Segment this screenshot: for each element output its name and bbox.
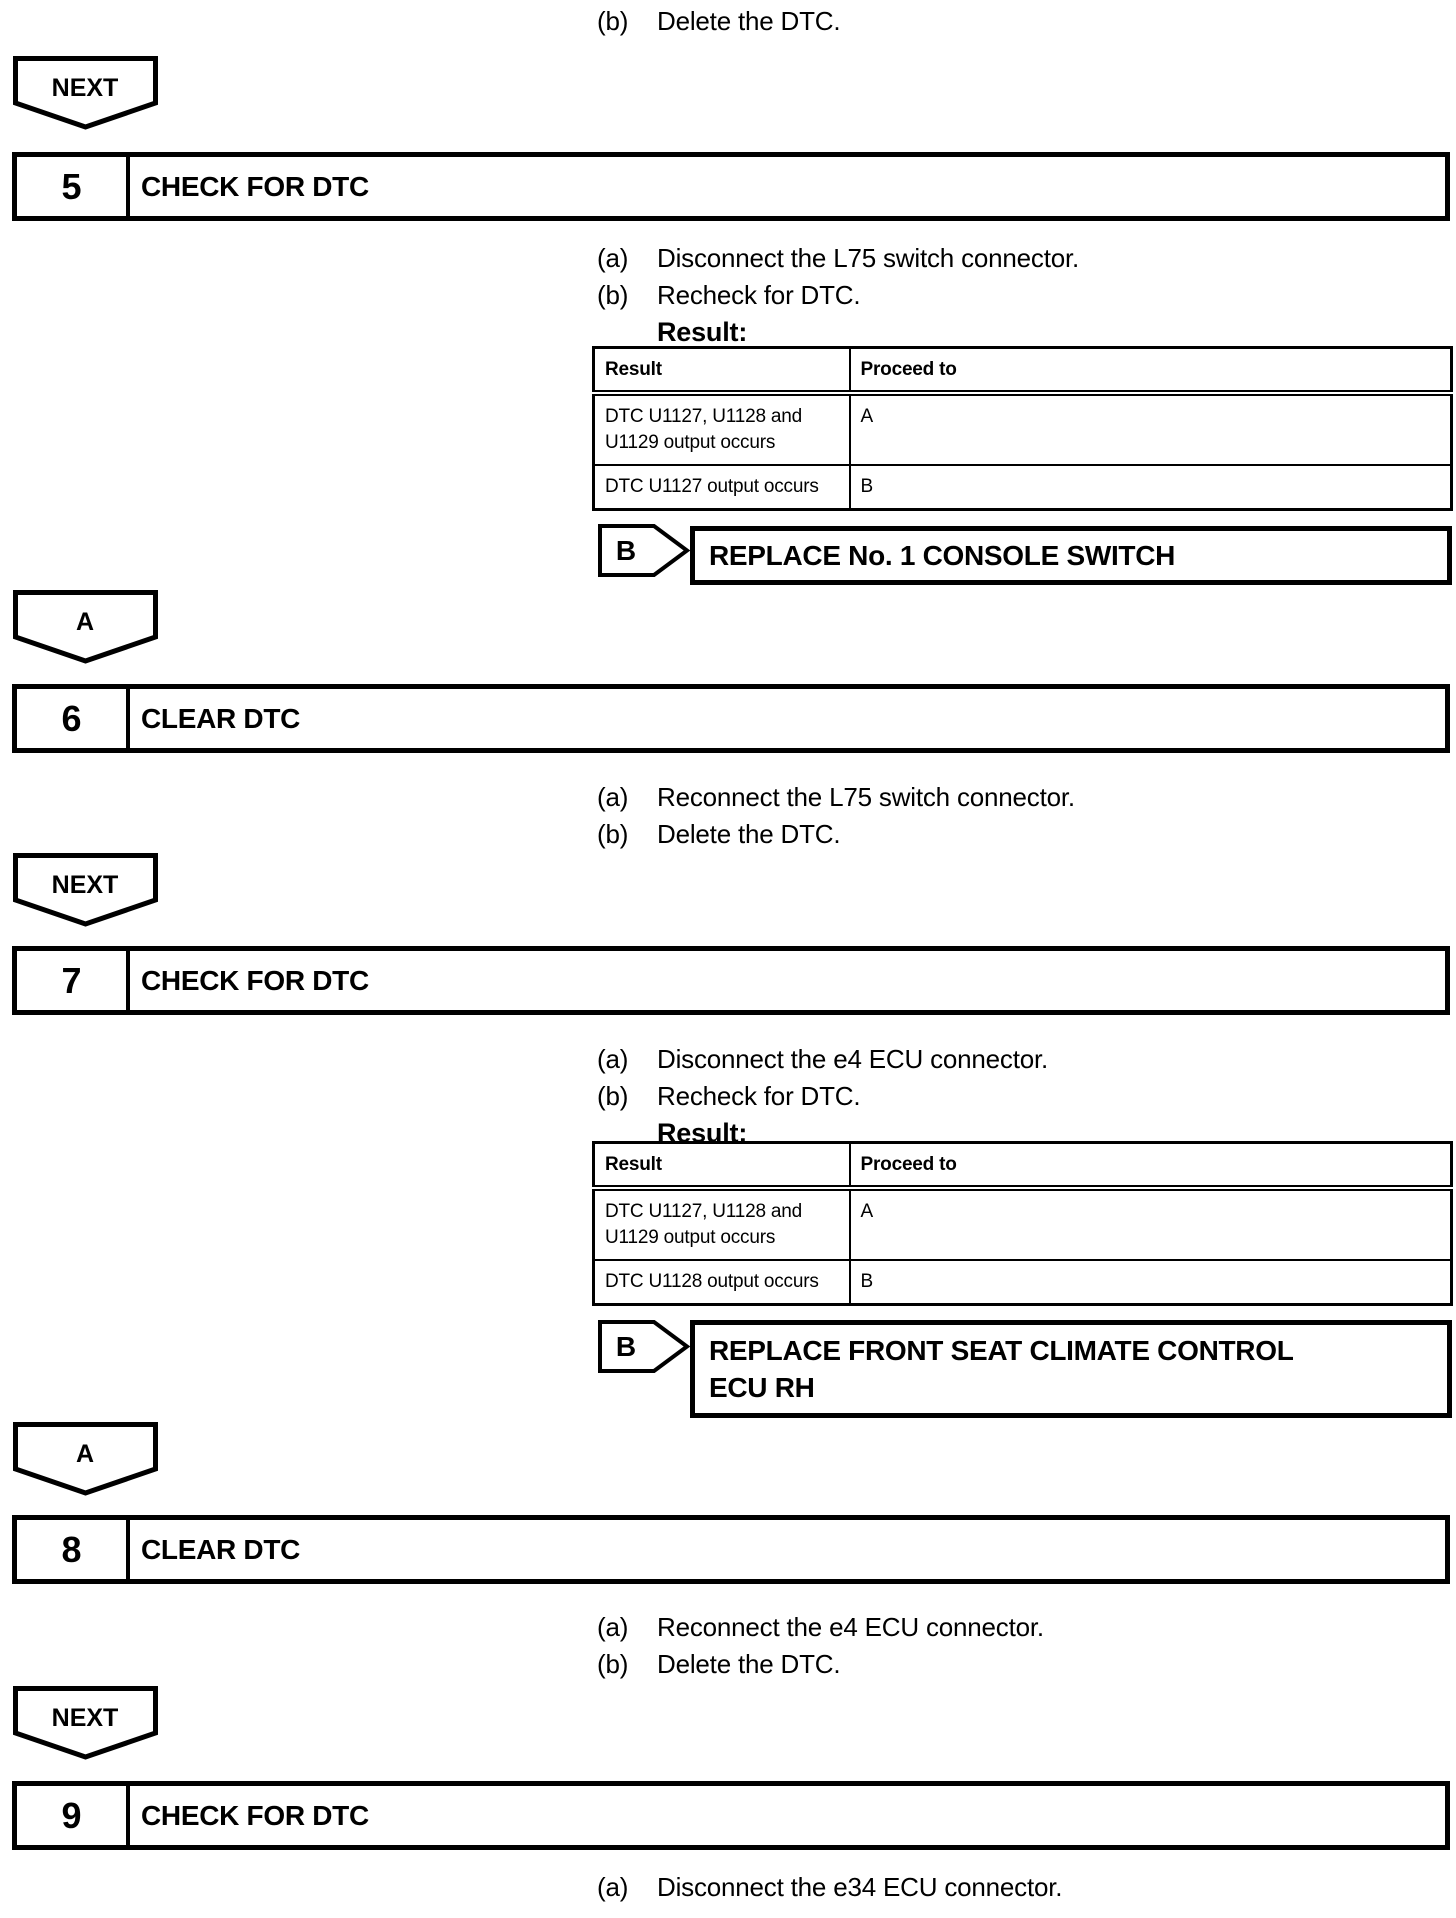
- item-label: (b): [597, 819, 629, 849]
- a-label: A: [76, 608, 94, 636]
- item-text: Reconnect the e4 ECU connector.: [657, 1612, 1044, 1642]
- step-number: 9: [17, 1786, 130, 1845]
- step-title: CHECK FOR DTC: [141, 964, 369, 996]
- a-connector: A: [13, 1422, 158, 1496]
- result-label: Result:: [657, 317, 748, 347]
- next-label: NEXT: [52, 871, 119, 899]
- branch-action-text: REPLACE FRONT SEAT CLIMATE CONTROL ECU R…: [709, 1335, 1294, 1403]
- step-9-items: (a) Disconnect the e34 ECU connector.: [597, 1869, 1063, 1906]
- step-header-5: 5 CHECK FOR DTC: [12, 152, 1450, 221]
- result-cell: DTC U1127, U1128 and U1129 output occurs: [592, 392, 851, 466]
- procedure-item: (a) Reconnect the L75 switch connector.: [597, 779, 1075, 816]
- item-text: Recheck for DTC.: [657, 1081, 861, 1111]
- step-number: 7: [17, 951, 130, 1010]
- proceed-cell: B: [848, 464, 1453, 511]
- step-6-items: (a) Reconnect the L75 switch connector. …: [597, 779, 1075, 853]
- step-number: 8: [17, 1520, 130, 1579]
- procedure-item: (b) Delete the DTC.: [597, 1646, 1044, 1683]
- next-connector: NEXT: [13, 56, 158, 130]
- result-table: Result Proceed to DTC U1127, U1128 and U…: [592, 346, 1453, 511]
- b-label: B: [616, 1331, 636, 1362]
- next-arrow-icon: [13, 56, 158, 130]
- step-number: 6: [17, 689, 130, 748]
- table-header-row: Result Proceed to: [592, 1141, 1453, 1191]
- step-header-8: 8 CLEAR DTC: [12, 1515, 1450, 1584]
- step-title: CLEAR DTC: [141, 702, 301, 734]
- procedure-item: (a) Disconnect the e4 ECU connector.: [597, 1041, 1048, 1078]
- item-text: Reconnect the L75 switch connector.: [657, 782, 1075, 812]
- next-arrow-icon: [13, 1686, 158, 1760]
- next-label: NEXT: [52, 74, 119, 102]
- table-row: DTC U1127, U1128 and U1129 output occurs…: [592, 1187, 1453, 1261]
- item-label: (a): [597, 1612, 629, 1642]
- next-label: NEXT: [52, 1704, 119, 1732]
- result-cell: DTC U1127, U1128 and U1129 output occurs: [592, 1187, 851, 1261]
- proceed-cell: A: [848, 1187, 1453, 1261]
- result-cell: DTC U1128 output occurs: [592, 1259, 851, 1306]
- item-text: Disconnect the L75 switch connector.: [657, 243, 1080, 273]
- branch-b-connector: B: [598, 1320, 690, 1373]
- procedure-item: (b) Recheck for DTC.: [597, 277, 1079, 314]
- table-row: DTC U1128 output occurs B: [592, 1259, 1453, 1306]
- step-header-6: 6 CLEAR DTC: [12, 684, 1450, 753]
- item-label: (b): [597, 1649, 629, 1679]
- table-header-row: Result Proceed to: [592, 346, 1453, 396]
- item-text: Delete the DTC.: [657, 6, 841, 36]
- a-connector: A: [13, 590, 158, 664]
- branch-b-connector: B: [598, 524, 690, 577]
- next-connector: NEXT: [13, 1686, 158, 1760]
- step-header-9: 9 CHECK FOR DTC: [12, 1781, 1450, 1850]
- step-5-items: (a) Disconnect the L75 switch connector.…: [597, 240, 1079, 351]
- procedure-item: (b) Delete the DTC.: [597, 3, 841, 40]
- table-row: DTC U1127 output occurs B: [592, 464, 1453, 511]
- procedure-item: (a) Reconnect the e4 ECU connector.: [597, 1609, 1044, 1646]
- step-header-7: 7 CHECK FOR DTC: [12, 946, 1450, 1015]
- a-arrow-icon: [13, 590, 158, 664]
- item-label: (b): [597, 280, 629, 310]
- result-cell: DTC U1127 output occurs: [592, 464, 851, 511]
- step-title: CHECK FOR DTC: [141, 170, 369, 202]
- next-connector: NEXT: [13, 853, 158, 927]
- next-arrow-icon: [13, 853, 158, 927]
- a-label: A: [76, 1440, 94, 1468]
- result-table: Result Proceed to DTC U1127, U1128 and U…: [592, 1141, 1453, 1306]
- b-label: B: [616, 535, 636, 566]
- procedure-item: (a) Disconnect the e34 ECU connector.: [597, 1869, 1063, 1906]
- procedure-item: (b) Recheck for DTC.: [597, 1078, 1048, 1115]
- proceed-column-header: Proceed to: [848, 1141, 1453, 1191]
- item-text: Delete the DTC.: [657, 1649, 841, 1679]
- item-label: (a): [597, 1872, 629, 1902]
- item-label: (b): [597, 1081, 629, 1111]
- branch-action-text: REPLACE No. 1 CONSOLE SWITCH: [709, 540, 1176, 571]
- branch-action-box: REPLACE No. 1 CONSOLE SWITCH: [690, 526, 1452, 585]
- item-label: (b): [597, 6, 629, 36]
- step-8-items: (a) Reconnect the e4 ECU connector. (b) …: [597, 1609, 1044, 1683]
- proceed-cell: A: [848, 392, 1453, 466]
- step-title: CLEAR DTC: [141, 1533, 301, 1565]
- item-text: Recheck for DTC.: [657, 280, 861, 310]
- item-text: Delete the DTC.: [657, 819, 841, 849]
- b-arrow-icon: [598, 524, 690, 577]
- proceed-cell: B: [848, 1259, 1453, 1306]
- a-arrow-icon: [13, 1422, 158, 1496]
- result-column-header: Result: [592, 1141, 851, 1191]
- procedure-item: (b) Delete the DTC.: [597, 816, 1075, 853]
- table-row: DTC U1127, U1128 and U1129 output occurs…: [592, 392, 1453, 466]
- procedure-item: (a) Disconnect the L75 switch connector.: [597, 240, 1079, 277]
- item-label: (a): [597, 782, 629, 812]
- item-label: (a): [597, 243, 629, 273]
- b-arrow-icon: [598, 1320, 690, 1373]
- result-column-header: Result: [592, 346, 851, 396]
- step-7-items: (a) Disconnect the e4 ECU connector. (b)…: [597, 1041, 1048, 1152]
- proceed-column-header: Proceed to: [848, 346, 1453, 396]
- item-text: Disconnect the e34 ECU connector.: [657, 1872, 1063, 1902]
- branch-action-box: REPLACE FRONT SEAT CLIMATE CONTROL ECU R…: [690, 1320, 1452, 1418]
- item-label: (a): [597, 1044, 629, 1074]
- item-text: Disconnect the e4 ECU connector.: [657, 1044, 1049, 1074]
- step-title: CHECK FOR DTC: [141, 1799, 369, 1831]
- step-number: 5: [17, 157, 130, 216]
